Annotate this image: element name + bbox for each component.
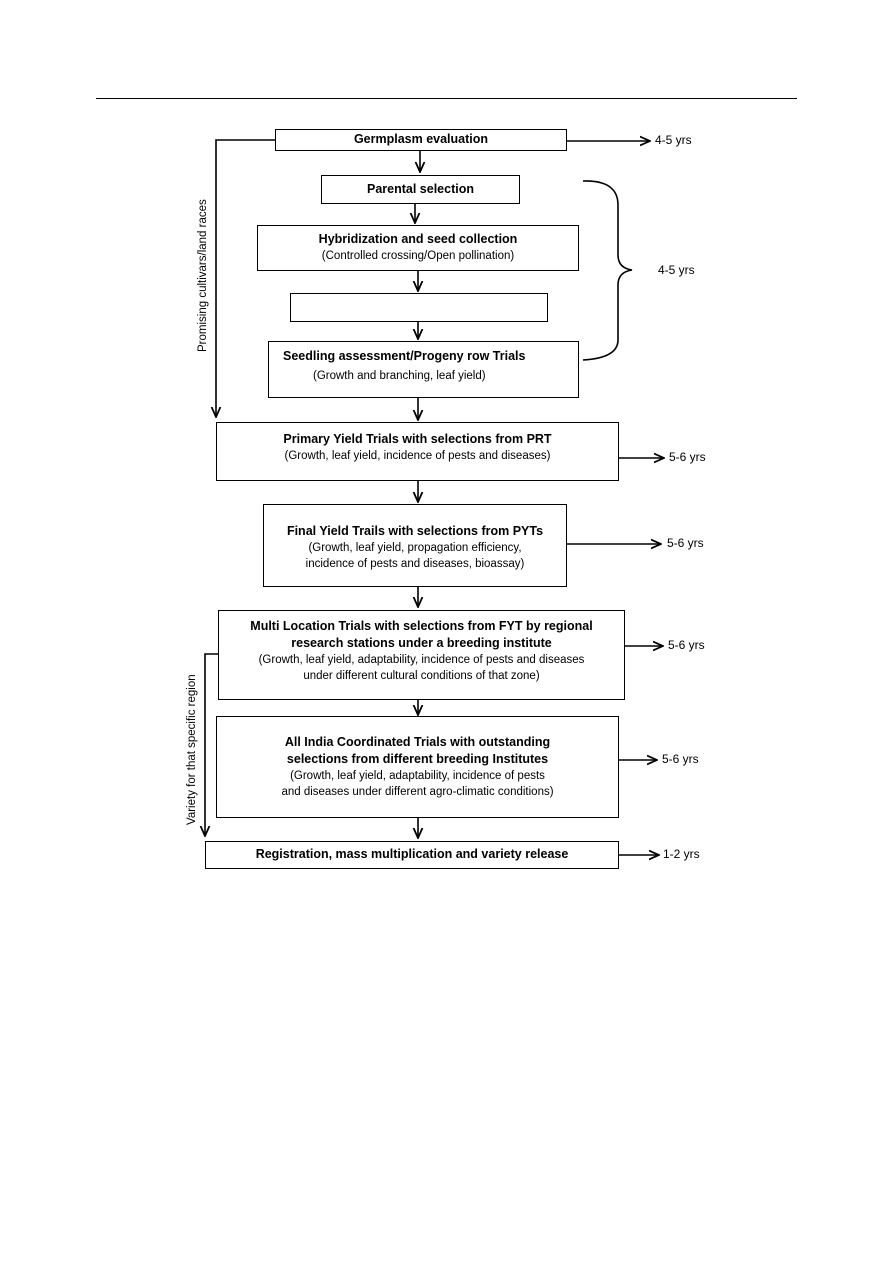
- duration-registration: 1-2 yrs: [663, 847, 700, 861]
- primary-yield-title: Primary Yield Trials with selections fro…: [283, 432, 552, 446]
- hybridization-box: Hybridization and seed collection (Contr…: [257, 225, 579, 271]
- final-yield-title: Final Yield Trails with selections from …: [286, 524, 544, 538]
- multi-location-title-2: research stations under a breeding insti…: [291, 636, 552, 650]
- registration-title: Registration, mass multiplication and va…: [255, 847, 569, 861]
- bypass-variety: [205, 653, 218, 836]
- all-india-title-1: All India Coordinated Trials with outsta…: [284, 735, 551, 749]
- side-label-variety: Variety for that specific region: [186, 674, 198, 825]
- seedling-assessment-sub: (Growth and branching, leaf yield): [313, 370, 486, 382]
- bypass-promising: [216, 139, 275, 417]
- final-yield-sub-2: incidence of pests and diseases, bioassa…: [305, 558, 525, 570]
- duration-brace: 4-5 yrs: [658, 263, 695, 277]
- germplasm-evaluation-title: Germplasm evaluation: [353, 132, 489, 146]
- seedling-assessment-box: Seedling assessment/Progeny row Trials (…: [268, 341, 579, 398]
- primary-yield-sub: (Growth, leaf yield, incidence of pests …: [284, 450, 551, 462]
- duration-primary: 5-6 yrs: [669, 450, 706, 464]
- header-rule: [96, 98, 797, 99]
- brace: [582, 180, 633, 361]
- multi-location-sub-2: under different cultural conditions of t…: [303, 670, 540, 682]
- duration-allindia: 5-6 yrs: [662, 752, 699, 766]
- duration-final: 5-6 yrs: [667, 536, 704, 550]
- seedling-assessment-title: Seedling assessment/Progeny row Trials: [283, 349, 526, 363]
- duration-multi: 5-6 yrs: [668, 638, 705, 652]
- final-yield-sub-1: (Growth, leaf yield, propagation efficie…: [308, 542, 522, 554]
- side-label-promising: Promising cultivars/land races: [197, 199, 209, 352]
- hybridization-title: Hybridization and seed collection: [318, 232, 518, 246]
- germplasm-evaluation-box: Germplasm evaluation: [275, 129, 567, 151]
- multi-location-sub-1: (Growth, leaf yield, adaptability, incid…: [258, 654, 585, 666]
- parental-selection-title: Parental selection: [367, 182, 474, 196]
- primary-yield-box: Primary Yield Trials with selections fro…: [216, 422, 619, 481]
- all-india-sub-1: (Growth, leaf yield, adaptability, incid…: [290, 770, 545, 782]
- empty-box: [290, 293, 548, 322]
- all-india-sub-2: and diseases under different agro-climat…: [281, 786, 554, 798]
- multi-location-title-1: Multi Location Trials with selections fr…: [250, 619, 593, 633]
- multi-location-box: Multi Location Trials with selections fr…: [218, 610, 625, 700]
- all-india-box: All India Coordinated Trials with outsta…: [216, 716, 619, 818]
- registration-box: Registration, mass multiplication and va…: [205, 841, 619, 869]
- parental-selection-box: Parental selection: [321, 175, 520, 204]
- final-yield-box: Final Yield Trails with selections from …: [263, 504, 567, 587]
- hybridization-sub: (Controlled crossing/Open pollination): [321, 250, 515, 262]
- all-india-title-2: selections from different breeding Insti…: [286, 752, 549, 766]
- duration-germplasm: 4-5 yrs: [655, 133, 692, 147]
